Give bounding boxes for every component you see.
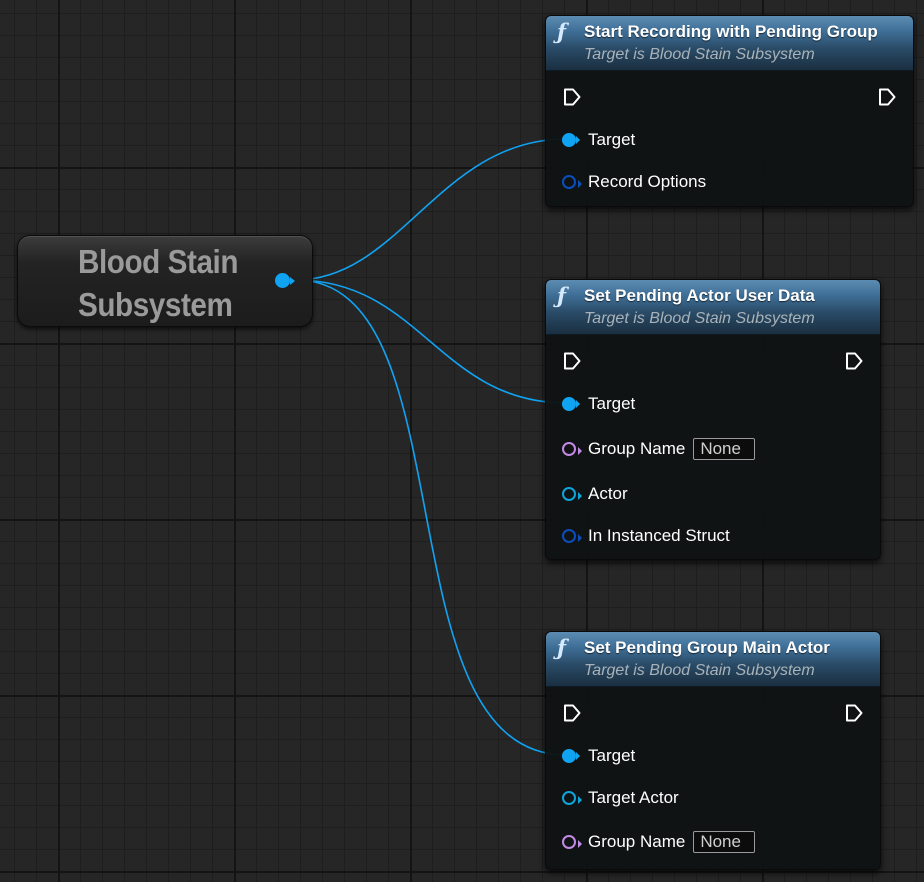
target-actor-pin-label: Target Actor	[588, 788, 679, 807]
function-icon: ƒ	[557, 283, 567, 308]
function-icon: ƒ	[557, 635, 567, 660]
in-instanced-struct-pin-label: In Instanced Struct	[588, 526, 730, 545]
group-name-input[interactable]	[693, 438, 756, 460]
group-name-pin-label: Group Name	[588, 832, 686, 851]
target-pin[interactable]	[562, 133, 580, 147]
target-pin-row[interactable]: Target	[562, 745, 635, 767]
target-actor-pin-row[interactable]: Target Actor	[562, 787, 679, 809]
wire-to-set-pending-actor-user-data	[295, 279, 567, 404]
target-actor-pin[interactable]	[562, 791, 582, 805]
group-name-input[interactable]	[693, 831, 756, 853]
getter-title-line2: Subsystem	[78, 286, 233, 323]
node-title: Set Pending Actor User Data	[584, 286, 815, 305]
record-options-pin-label: Record Options	[588, 172, 707, 191]
actor-pin-label: Actor	[588, 484, 628, 503]
group-name-pin-row[interactable]: Group Name	[562, 831, 756, 853]
target-pin-row[interactable]: Target	[562, 393, 635, 415]
group-name-pin[interactable]	[562, 835, 582, 849]
exec-output-pin-icon[interactable]	[845, 352, 863, 370]
wire-to-start-recording	[295, 138, 567, 281]
exec-input-pin-icon[interactable]	[563, 352, 581, 370]
exec-output-pin-icon[interactable]	[845, 704, 863, 722]
getter-title-line1: Blood Stain	[78, 243, 239, 280]
group-name-pin-row[interactable]: Group Name	[562, 438, 756, 460]
in-instanced-struct-pin-row[interactable]: In Instanced Struct	[562, 525, 730, 547]
node-header: ƒ Set Pending Group Main Actor Target is…	[546, 632, 880, 687]
start-recording-node[interactable]: ƒ Start Recording with Pending Group Tar…	[545, 15, 914, 207]
getter-node-title: Blood Stain Subsystem	[78, 240, 258, 326]
set-pending-group-main-actor-node[interactable]: ƒ Set Pending Group Main Actor Target is…	[545, 631, 881, 870]
target-pin[interactable]	[562, 749, 580, 763]
actor-pin-row[interactable]: Actor	[562, 483, 628, 505]
target-pin-label: Target	[588, 130, 636, 149]
node-subtitle: Target is Blood Stain Subsystem	[584, 662, 815, 679]
actor-pin[interactable]	[562, 487, 582, 501]
node-title: Set Pending Group Main Actor	[584, 638, 830, 657]
group-name-pin[interactable]	[562, 442, 582, 456]
target-pin-row[interactable]: Target	[562, 129, 635, 151]
node-header: ƒ Set Pending Actor User Data Target is …	[546, 280, 880, 335]
target-pin[interactable]	[562, 397, 580, 411]
node-title: Start Recording with Pending Group	[584, 22, 878, 41]
exec-input-pin-icon[interactable]	[563, 704, 581, 722]
function-icon: ƒ	[557, 19, 567, 44]
group-name-pin-label: Group Name	[588, 439, 686, 458]
record-options-pin[interactable]	[562, 175, 582, 189]
node-subtitle: Target is Blood Stain Subsystem	[584, 46, 815, 63]
set-pending-actor-user-data-node[interactable]: ƒ Set Pending Actor User Data Target is …	[545, 279, 881, 560]
target-pin-label: Target	[588, 394, 636, 413]
wire-to-set-pending-group-main-actor	[295, 279, 567, 756]
record-options-pin-row[interactable]: Record Options	[562, 171, 706, 193]
in-instanced-struct-pin[interactable]	[562, 529, 582, 543]
node-subtitle: Target is Blood Stain Subsystem	[584, 310, 815, 327]
target-pin-label: Target	[588, 746, 636, 765]
exec-input-pin-icon[interactable]	[563, 88, 581, 106]
subsystem-output-pin[interactable]	[275, 273, 295, 288]
blood-stain-subsystem-node[interactable]: Blood Stain Subsystem	[17, 235, 313, 327]
node-header: ƒ Start Recording with Pending Group Tar…	[546, 16, 913, 71]
exec-output-pin-icon[interactable]	[878, 88, 896, 106]
